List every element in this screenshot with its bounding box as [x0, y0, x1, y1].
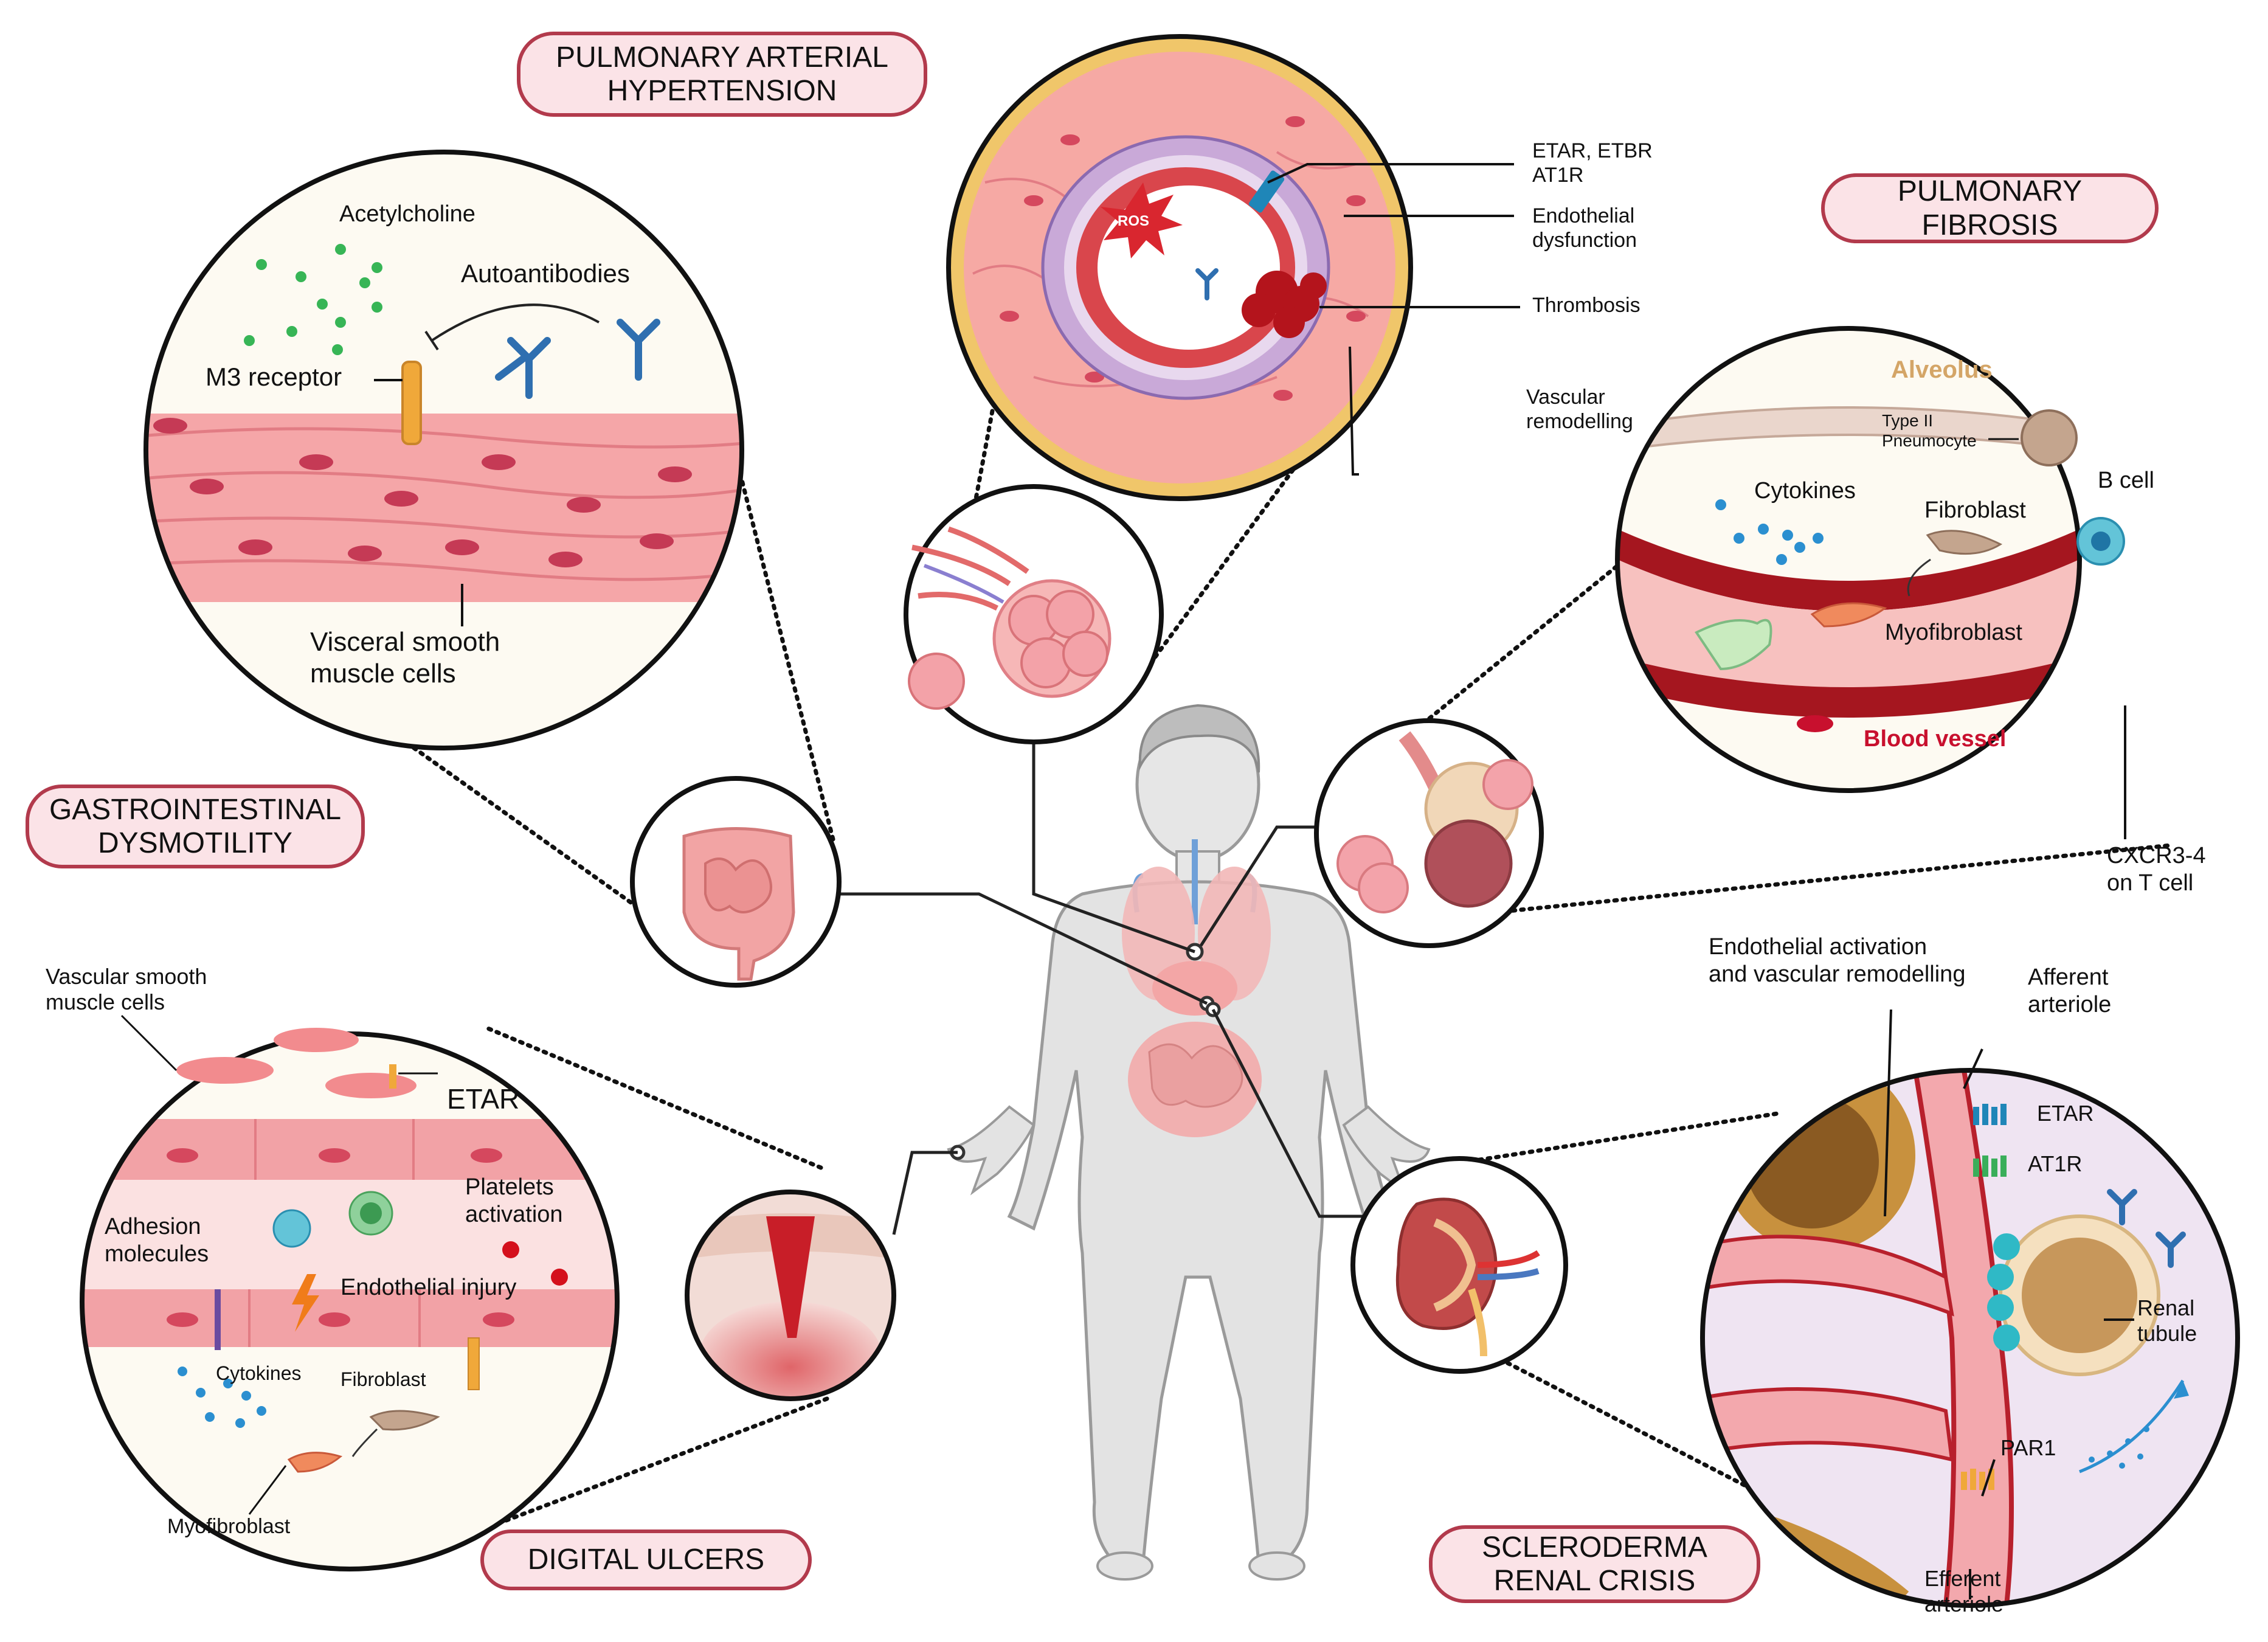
label-cxcr: CXCR3-4 on T cell	[2107, 843, 2206, 896]
label-fibroblast-du: Fibroblast	[341, 1368, 426, 1390]
pah-panel	[946, 34, 1520, 501]
src-panel	[1700, 1009, 2240, 1608]
label-type2-pneumocyte: Type II Pneumocyte	[1882, 411, 1977, 451]
label-alveolus: Alveolus	[1891, 356, 1993, 383]
label-vsmc: Vascular smooth muscle cells	[46, 964, 207, 1015]
label-adhesion-molecules: Adhesion molecules	[105, 1214, 209, 1267]
label-visceral-smooth-muscle: Visceral smooth muscle cells	[310, 627, 500, 688]
label-b-cell: B cell	[2098, 468, 2154, 493]
title-pah: PULMONARY ARTERIAL HYPERTENSION	[517, 32, 927, 117]
label-endothelial-activation: Endothelial activation and vascular remo…	[1709, 934, 1966, 987]
label-fibroblast: Fibroblast	[1924, 497, 2026, 523]
label-afferent-arteriole: Afferent arteriole	[2028, 965, 2112, 1017]
kidney-circle	[1350, 1156, 1568, 1374]
label-ros: ROS	[1118, 213, 1150, 229]
lung-vessel-circle	[904, 484, 1164, 744]
label-acetylcholine: Acetylcholine	[339, 201, 475, 227]
label-blood-vessel: Blood vessel	[1864, 726, 2007, 752]
label-cytokines-du: Cytokines	[216, 1362, 302, 1384]
label-renal-tubule: Renal tubule	[2137, 1295, 2197, 1346]
label-thrombosis: Thrombosis	[1532, 294, 1640, 317]
human-body-figure	[947, 704, 1431, 1581]
label-etar-du: ETAR	[447, 1083, 520, 1115]
label-etar-src: ETAR	[2037, 1101, 2094, 1126]
title-du: DIGITAL ULCERS	[480, 1529, 812, 1590]
title-pf: PULMONARY FIBROSIS	[1821, 173, 2159, 243]
lung-alveoli-circle	[1314, 718, 1544, 948]
intestine-circle	[630, 776, 842, 988]
pf-panel	[1615, 326, 2126, 839]
ulcer-circle	[685, 1190, 896, 1401]
title-gi: GASTROINTESTINAL DYSMOTILITY	[26, 785, 365, 868]
label-cytokines: Cytokines	[1754, 478, 1856, 504]
label-myofibroblast-du: Myofibroblast	[167, 1515, 291, 1538]
label-at1r: AT1R	[2028, 1151, 2083, 1176]
label-platelets-activation: Platelets activation	[465, 1174, 563, 1227]
label-myofibroblast: Myofibroblast	[1885, 620, 2022, 645]
label-endothelial-injury: Endothelial injury	[341, 1275, 517, 1300]
label-m3-receptor: M3 receptor	[206, 362, 342, 391]
label-vascular-remodelling: Vascular remodelling	[1526, 386, 1633, 434]
label-receptors: ETAR, ETBR AT1R	[1532, 139, 1653, 187]
label-endothelial-dysfunction: Endothelial dysfunction	[1532, 204, 1637, 252]
label-efferent-arteriole: Efferent arteriole	[1924, 1566, 2004, 1617]
connector-lines	[839, 742, 1392, 1235]
label-autoantibodies: Autoantibodies	[461, 259, 630, 288]
du-panel	[80, 1014, 620, 1571]
label-par1: PAR1	[2000, 1435, 2056, 1460]
title-src: SCLERODERMA RENAL CRISIS	[1429, 1525, 1760, 1603]
gi-panel	[143, 150, 744, 750]
